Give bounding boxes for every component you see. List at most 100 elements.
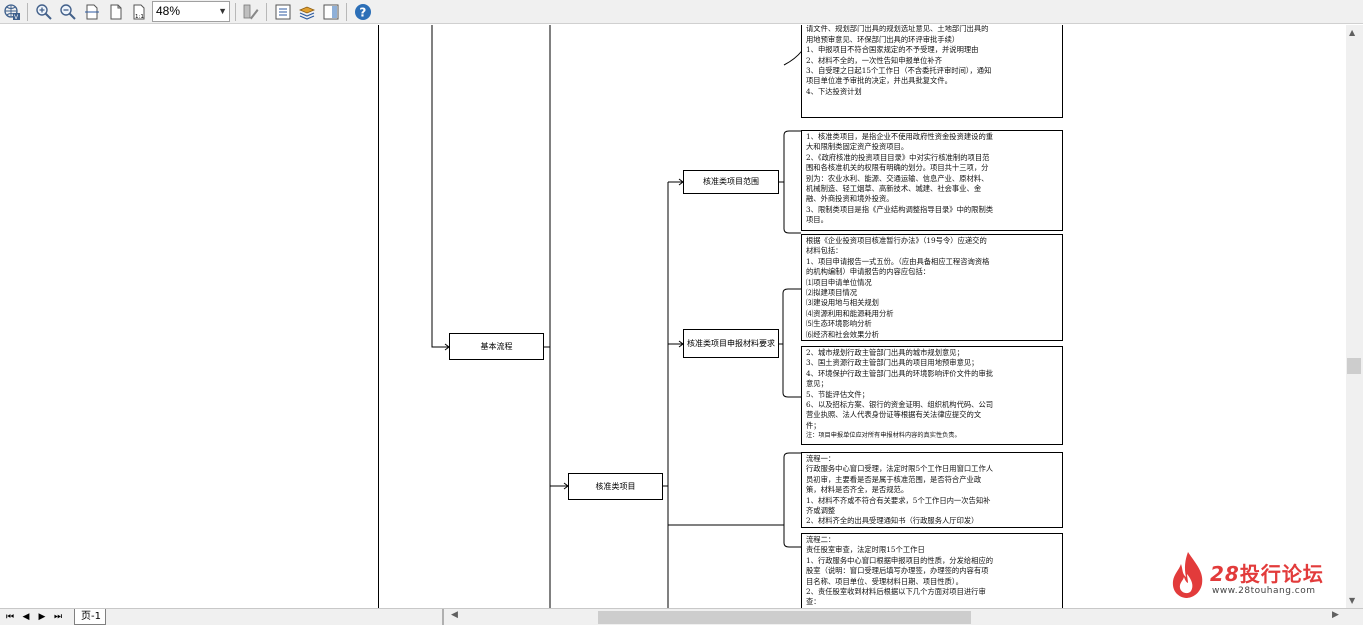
drawing-page: 基本流程 核准类项目 核准类项目范围 核准类项目申报材料要求 材料（一式两份：项… [378, 25, 1346, 608]
note-line: 2、城市规划行政主管部门出具的城市规划意见； [806, 348, 964, 357]
note-line: 流程二： [806, 535, 836, 544]
note-line: 围和各核准机关的权限有明确的划分。项目共十三项，分 [806, 163, 989, 173]
note-line: 项目。 [806, 215, 828, 225]
panel-icon[interactable] [322, 3, 340, 21]
note-line: ⑶建设用地与相关规划 [806, 298, 879, 308]
node-label: 核准类项目 [595, 481, 636, 491]
note-line: 5、节能评估文件； [806, 389, 870, 399]
note-line: 1、申报项目不符合国家规定的不予受理，并说明理由 [806, 45, 979, 55]
toolbar-separator [346, 3, 347, 21]
node-approval-project[interactable]: 核准类项目 [568, 473, 663, 500]
note-line: 2、材料齐全的出具受理通知书（行政服务人厅印发） [806, 516, 979, 526]
watermark-logo: 28投行论坛 www.28touhang.com [1168, 550, 1338, 600]
connector-lines [431, 25, 810, 608]
toolbar-separator [235, 3, 236, 21]
page-width-icon[interactable] [83, 3, 101, 21]
note-line: 营业执照、法人代表身份证等根据有关法律应提交的文 [806, 410, 982, 420]
last-page-icon[interactable]: ⏭ [53, 612, 63, 622]
globe-icon[interactable]: V [3, 3, 21, 21]
note-line: ⑵拟建项目情况 [806, 288, 858, 298]
vertical-scroll-thumb[interactable] [1347, 358, 1361, 374]
zoom-in-icon[interactable] [35, 3, 53, 21]
actual-size-icon[interactable]: 1:1 [130, 3, 148, 21]
vertical-scrollbar[interactable]: ▲ ▼ [1346, 25, 1363, 608]
note-line: 意见； [806, 379, 828, 389]
note-line: 3、自受理之日起15个工作日（不含委托评审时间），通知 [806, 66, 992, 76]
note-line: 2、材料不全的，一次性告知申报单位补齐 [806, 55, 942, 65]
node-label: 核准类项目范围 [703, 177, 759, 187]
pen-icon[interactable] [242, 3, 260, 21]
note-line: 材料包括： [806, 246, 843, 256]
scroll-left-icon[interactable]: ◀ [451, 610, 458, 620]
previous-page-icon[interactable]: ◀ [22, 612, 30, 622]
svg-text:?: ? [359, 6, 366, 20]
watermark-title: 28投行论坛 [1210, 558, 1324, 587]
note-line: 4、环境保护行政主管部门出具的环境影响评价文件的审批 [806, 368, 994, 378]
note-line: 机械制造、轻工烟草、高新技术、城建、社会事业、金 [806, 184, 982, 194]
note-flow-one: 流程一：行政服务中心窗口受理，法定时限5个工作日用窗口工作人员初审，主要看是否是… [801, 452, 1063, 528]
note-line: ⑷资源利用和能源耗用分析 [806, 308, 894, 318]
note-line: 项目单位准予审批的决定，并出具批复文件。 [806, 76, 952, 86]
sheet-tab-label: 页-1 [81, 611, 101, 622]
toolbar: V 1:1 48% ▼ ? [0, 0, 1363, 24]
note-line: 根据《企业投资项目核准暂行办法》（19号令）应递交的 [806, 236, 987, 245]
bottom-bar: ⏮ ◀ ▶ ⏭ 页-1 ◀ ▶ [0, 608, 1363, 625]
note-line: ⑸生态环境影响分析 [806, 319, 872, 329]
note-line: 查： [806, 597, 821, 607]
toolbar-separator [266, 3, 267, 21]
note-line: 6、以及招标方案、银行的资金证明、组织机构代码、公司 [806, 400, 994, 410]
note-line: 大和限制类固定资产投资项目。 [806, 142, 909, 152]
node-label: 基本流程 [480, 341, 513, 351]
note-line: 策，材料是否齐全，是否规范。 [806, 485, 909, 495]
scroll-right-icon[interactable]: ▶ [1332, 610, 1339, 620]
first-page-icon[interactable]: ⏮ [5, 612, 15, 622]
note-line: ⑹经济和社会效果分析 [806, 329, 879, 339]
chevron-down-icon[interactable]: ▼ [218, 6, 227, 16]
note-line: 2、《政府核准的投资项目目录》中对实行核准制的项目范 [806, 152, 990, 162]
node-label: 核准类项目申报材料要求 [687, 338, 775, 348]
note-approval-procedure: 材料（一式两份：项目可行性研究报告批复文件、项目申请文件、规划部门出具的规划选址… [801, 25, 1063, 118]
next-page-icon[interactable]: ▶ [38, 612, 46, 622]
node-basic-flow[interactable]: 基本流程 [449, 333, 544, 360]
sheet-tab[interactable]: 页-1 [74, 609, 106, 625]
note-line: 3、限制类项目是指《产业结构调整指导目录》中的限制类 [806, 204, 994, 214]
note-line: 件； [806, 420, 821, 430]
watermark-number: 28 [1210, 562, 1240, 586]
horizontal-scroll-thumb[interactable] [598, 611, 971, 624]
zoom-out-icon[interactable] [59, 3, 77, 21]
note-line: 请文件、规划部门出具的规划选址意见、土地部门出具的 [806, 25, 989, 34]
properties-icon[interactable] [274, 3, 292, 21]
svg-text:1:1: 1:1 [135, 14, 144, 20]
note-line: 2、责任股室收到材料后根据以下几个方面对项目进行审 [806, 587, 986, 597]
help-icon[interactable]: ? [354, 3, 372, 21]
note-line: 1、材料不齐或不符合有关要求，5个工作日内一次告知补 [806, 495, 991, 505]
note-line: 用地预审意见、环保部门出具的环评审批手续） [806, 34, 960, 44]
scroll-down-icon[interactable]: ▼ [1349, 596, 1356, 605]
note-line: 行政服务中心窗口受理，法定时限5个工作日用窗口工作人 [806, 464, 994, 474]
note-line: 流程一： [806, 454, 836, 463]
note-materials-report: 根据《企业投资项目核准暂行办法》（19号令）应递交的材料包括：1、项目申请报告一… [801, 234, 1063, 341]
full-page-icon[interactable] [107, 3, 125, 21]
note-line: 员初审，主要看是否是属于核准范围，是否符合产业政 [806, 474, 982, 484]
toolbar-separator [27, 3, 28, 21]
note-materials-documents: 2、城市规划行政主管部门出具的城市规划意见；3、国土资源行政主管部门出具的项目用… [801, 346, 1063, 445]
note-line: 1、项目申请报告一式五份。（应由具备相应工程咨询资格 [806, 256, 990, 266]
note-line: 1、行政服务中心窗口根据申报项目的性质，分发给相应的 [806, 555, 994, 565]
splitter[interactable] [442, 609, 444, 625]
layers-icon[interactable] [298, 3, 316, 21]
horizontal-scrollbar[interactable]: ◀ ▶ [448, 610, 1346, 625]
note-line: 目名称、项目单位、受理材料日期、项目性质）。 [806, 576, 963, 586]
node-application-materials[interactable]: 核准类项目申报材料要求 [683, 329, 779, 358]
svg-text:V: V [14, 14, 19, 21]
note-line: 融、外商投资和境外投资。 [806, 194, 894, 204]
note-approval-scope: 1、核准类项目，是指企业不使用政府性资金投资建设的重大和限制类固定资产投资项目。… [801, 130, 1063, 231]
note-line: 别为：农业水利、能源、交通运输、信息产业、原材料、 [806, 173, 989, 183]
node-approval-scope[interactable]: 核准类项目范围 [683, 170, 779, 194]
scroll-up-icon[interactable]: ▲ [1349, 28, 1356, 37]
drawing-canvas[interactable]: 基本流程 核准类项目 核准类项目范围 核准类项目申报材料要求 材料（一式两份：项… [0, 25, 1346, 608]
note-line: 齐或调整 [806, 506, 836, 516]
zoom-select[interactable]: 48% ▼ [152, 1, 230, 22]
flame-icon [1172, 552, 1203, 598]
note-line: 的机构编制）申请报告的内容应包括： [806, 267, 931, 277]
